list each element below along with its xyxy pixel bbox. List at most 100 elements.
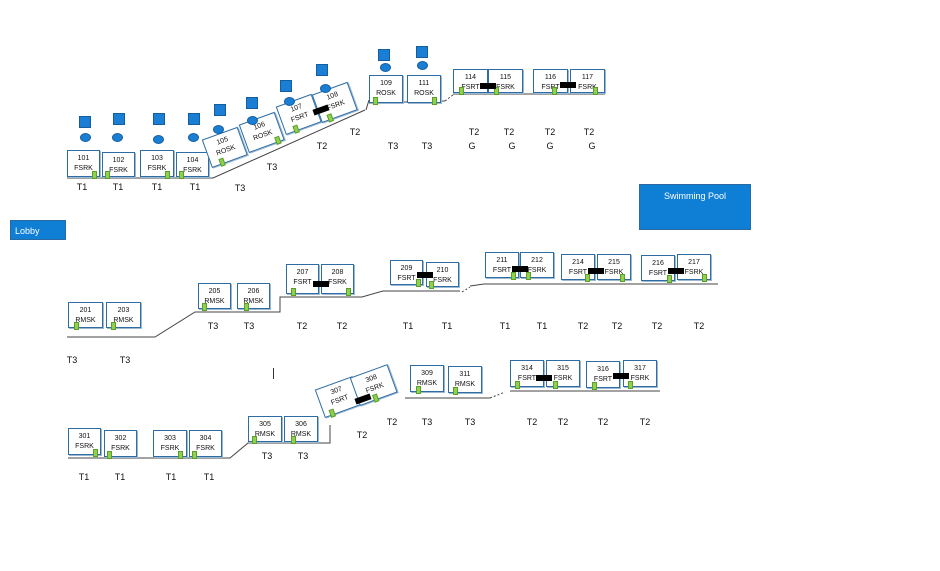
room-number: 111 bbox=[418, 80, 430, 87]
tier-label: T1 bbox=[536, 321, 548, 331]
door-icon bbox=[453, 387, 458, 395]
connecting-door-icon bbox=[512, 266, 528, 272]
door-icon bbox=[459, 87, 464, 95]
tier-label: T2 bbox=[316, 141, 328, 151]
room-type: RMSK bbox=[204, 298, 225, 305]
tier-label: T2 bbox=[526, 417, 538, 427]
tier-label: T3 bbox=[297, 451, 309, 461]
room-type: FSRK bbox=[75, 443, 94, 450]
tier-label: T1 bbox=[112, 182, 124, 192]
room-type: FSRT bbox=[293, 279, 312, 286]
room-type: FSRT bbox=[593, 376, 613, 383]
room-number: 304 bbox=[199, 435, 212, 442]
view-circle-icon bbox=[380, 63, 391, 72]
room-type: FSRK bbox=[111, 445, 130, 452]
room-type: RMSK bbox=[254, 431, 276, 438]
view-circle-icon bbox=[153, 135, 164, 144]
room-number: 212 bbox=[531, 257, 543, 264]
room-type: RMSK bbox=[454, 381, 476, 388]
tier-label: T2 bbox=[296, 321, 308, 331]
view-circle-icon bbox=[284, 97, 295, 106]
room-number: 203 bbox=[117, 307, 130, 314]
door-icon bbox=[429, 281, 434, 289]
room-type: FSRK bbox=[183, 167, 202, 174]
tier-label: T2 bbox=[577, 321, 589, 331]
door-icon bbox=[416, 386, 421, 394]
room-number: 311 bbox=[459, 371, 471, 378]
door-icon bbox=[511, 272, 516, 280]
view-square-icon bbox=[79, 116, 91, 128]
door-icon bbox=[702, 274, 707, 282]
tier-label: T3 bbox=[261, 451, 273, 461]
view-circle-icon bbox=[417, 61, 428, 70]
tier-label: T3 bbox=[387, 141, 399, 151]
room-type: FSRK bbox=[578, 84, 597, 91]
room-number: 205 bbox=[208, 288, 221, 295]
room-type: ROSK bbox=[376, 90, 396, 97]
tier-label: T3 bbox=[266, 162, 278, 172]
tier-label: T2 bbox=[597, 417, 609, 427]
tier-label: G bbox=[468, 141, 476, 151]
room-type: FSRT bbox=[517, 375, 537, 382]
door-icon bbox=[291, 288, 296, 296]
room-type: FSRT bbox=[461, 84, 480, 91]
door-icon bbox=[515, 381, 520, 389]
door-icon bbox=[165, 171, 170, 179]
connecting-door-icon bbox=[536, 375, 552, 381]
room-type: RMSK bbox=[290, 431, 312, 438]
view-square-icon bbox=[246, 97, 258, 109]
door-icon bbox=[178, 451, 183, 459]
door-icon bbox=[432, 97, 437, 105]
view-circle-icon bbox=[320, 84, 331, 93]
room-number: 302 bbox=[114, 435, 127, 442]
connecting-door-icon bbox=[480, 83, 496, 89]
room-number: 206 bbox=[247, 288, 260, 295]
view-square-icon bbox=[113, 113, 125, 125]
room-type: FSRK bbox=[630, 375, 650, 382]
door-icon bbox=[585, 274, 590, 282]
view-square-icon bbox=[188, 113, 200, 125]
tier-label: T1 bbox=[402, 321, 414, 331]
view-square-icon bbox=[214, 104, 226, 116]
room-type: FSRK bbox=[109, 167, 128, 174]
room-type: RMSK bbox=[243, 298, 264, 305]
view-circle-icon bbox=[188, 133, 199, 142]
door-icon bbox=[346, 288, 351, 296]
room-type: FSRK bbox=[74, 165, 93, 172]
room-number: 303 bbox=[164, 435, 176, 442]
